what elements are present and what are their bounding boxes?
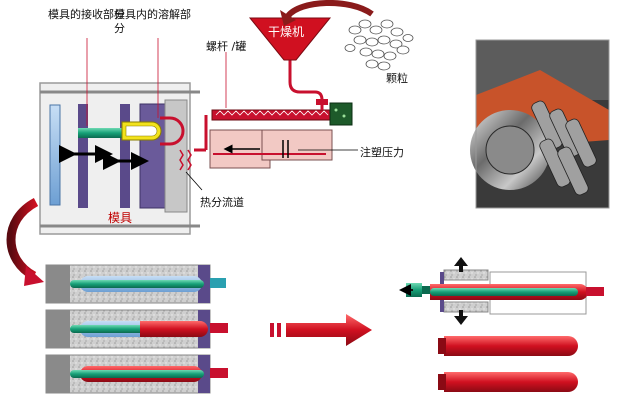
label-mold-dissolve-part-line1: 模具内的溶解部 <box>114 8 191 21</box>
stage-1 <box>45 264 226 304</box>
curved-arrow-icon <box>6 198 39 280</box>
right-arrow-icon <box>270 314 372 346</box>
ejection-stage <box>399 257 604 392</box>
dryer-funnel <box>248 17 332 61</box>
label-granules: 颗粒 <box>386 72 408 85</box>
curved-arrow-icon <box>285 0 374 19</box>
mold-schematic <box>39 38 358 235</box>
granules-icon <box>344 19 414 71</box>
label-mold-dissolve-part-line2: 分 <box>114 22 125 35</box>
label-injection-pressure: 注塑压力 <box>360 146 404 159</box>
label-hot-runner: 热分流道 <box>200 196 244 209</box>
label-dryer: 干燥机 <box>268 25 305 39</box>
stage-2 <box>45 309 228 349</box>
label-screw-tank: 螺杆 /罐 <box>206 40 247 53</box>
label-mold-receive-part: 模具的接收部分 <box>48 8 125 21</box>
stage-3 <box>45 354 228 394</box>
injection-machine-photo <box>470 39 610 209</box>
label-mold: 模具 <box>108 211 133 225</box>
